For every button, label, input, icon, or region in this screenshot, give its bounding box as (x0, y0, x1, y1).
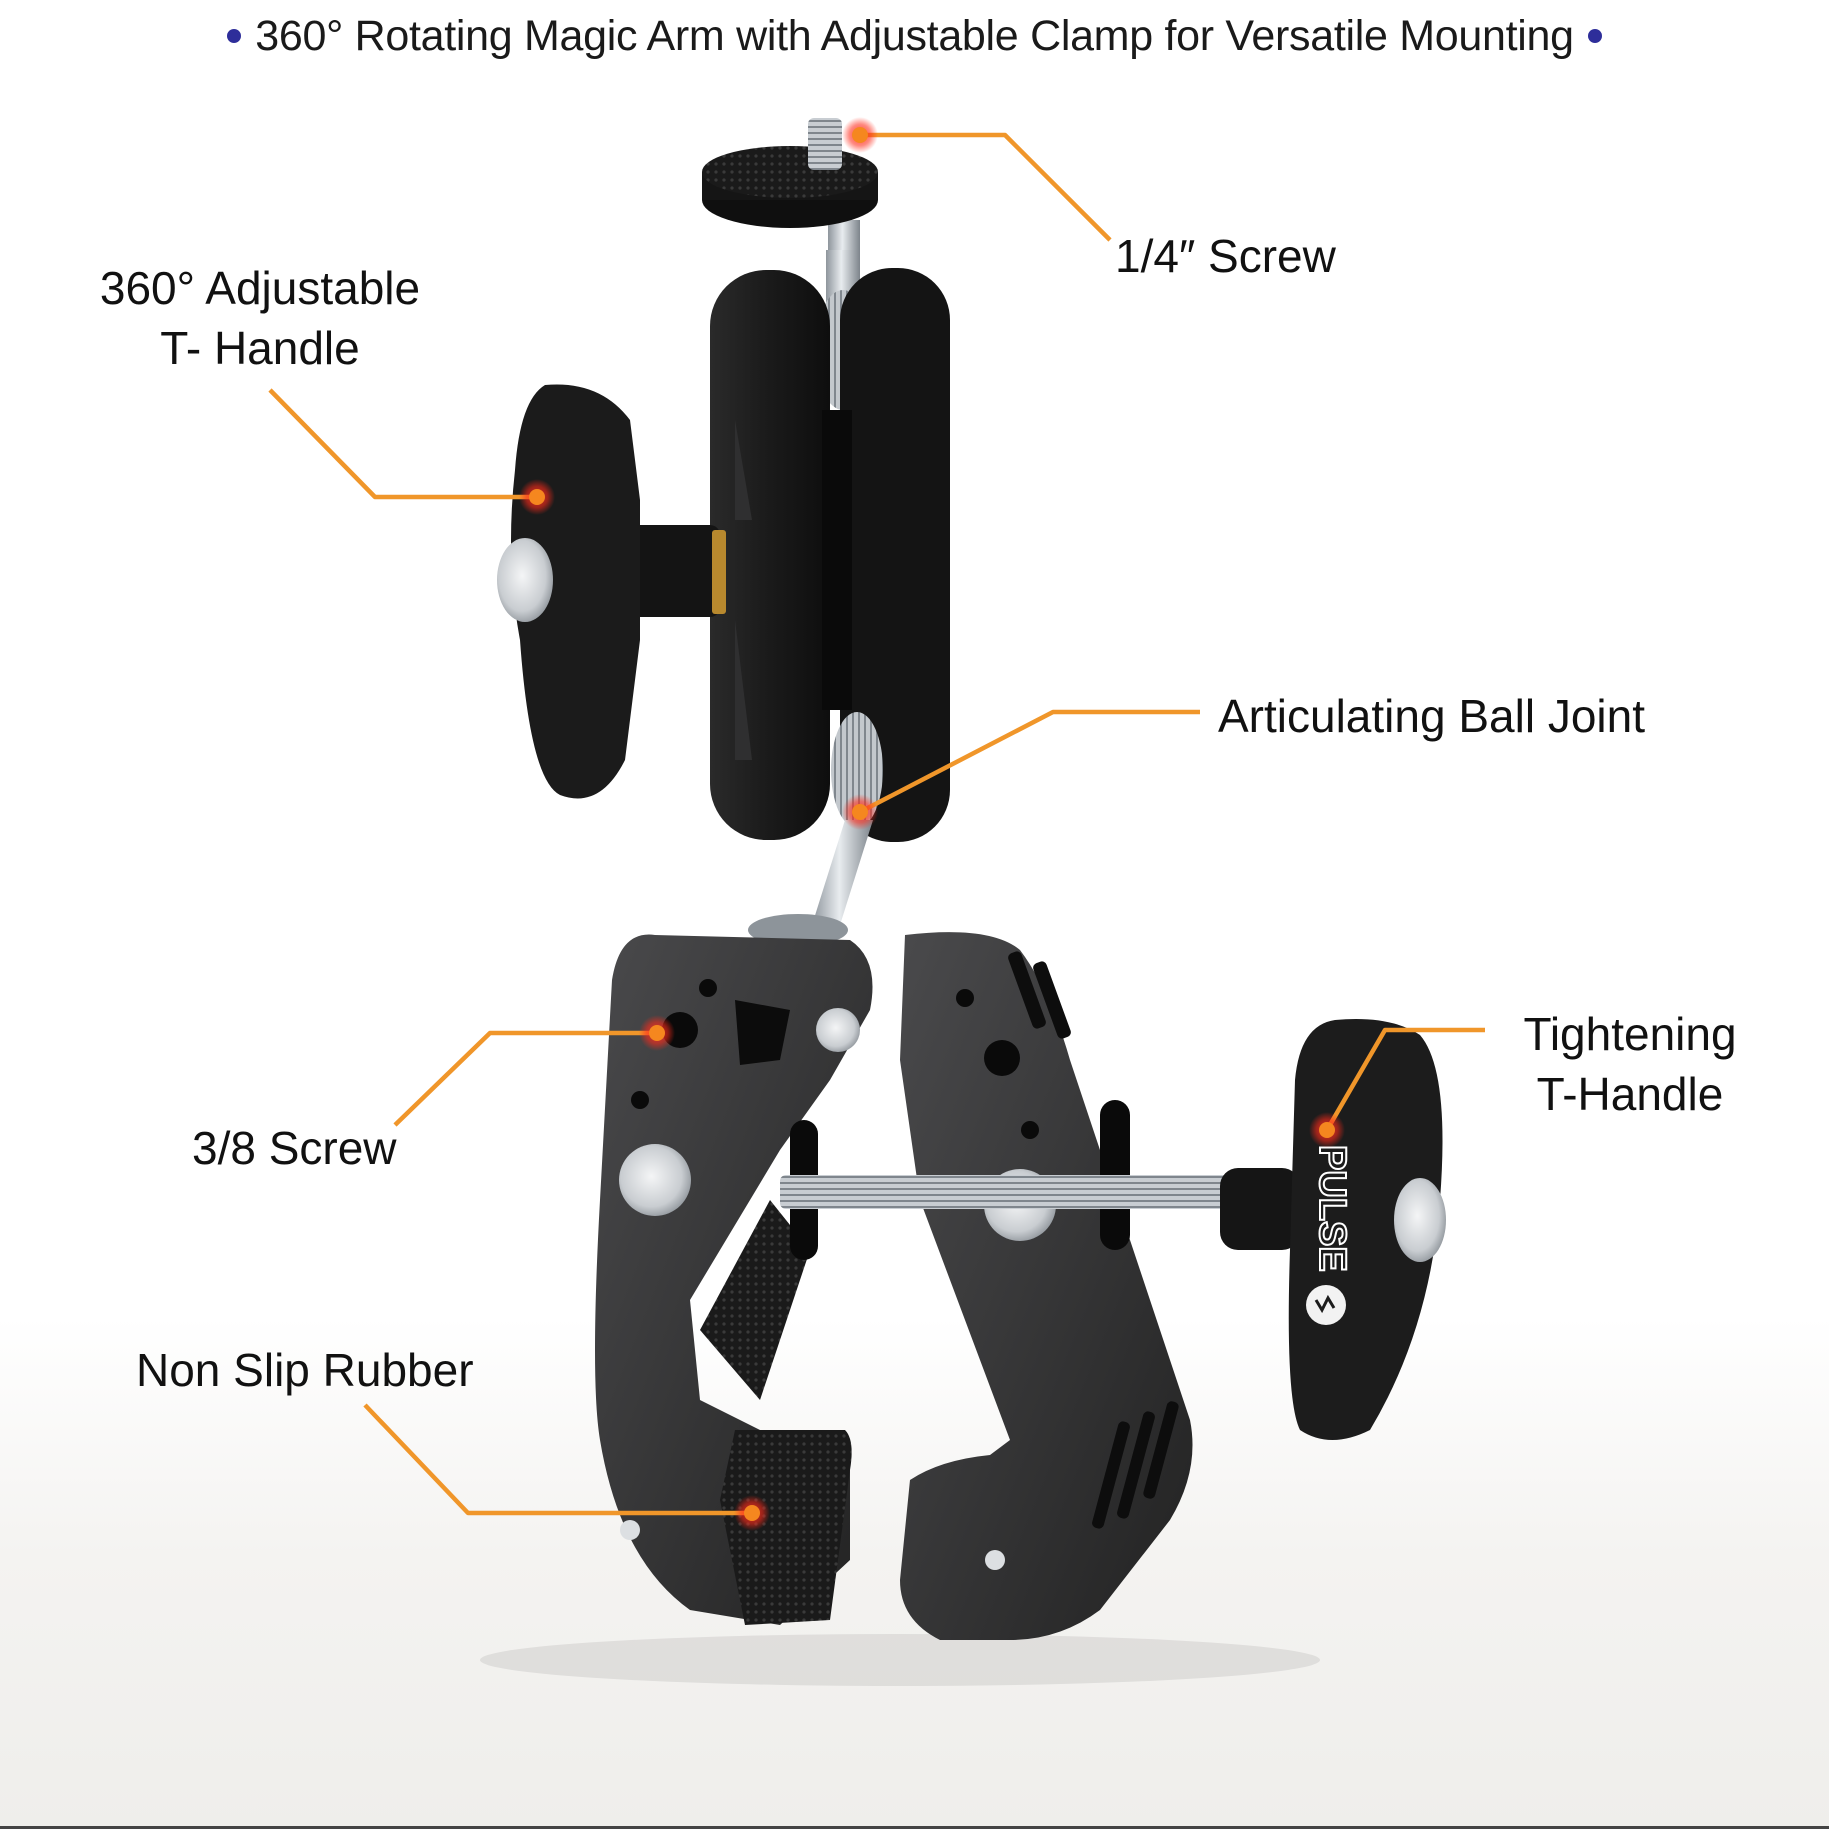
non-slip-rubber-pad (720, 1430, 852, 1625)
callout-line-three-eighths-screw (393, 1030, 657, 1127)
callout-dot-rubber (734, 1495, 770, 1531)
callout-label-three-eighths-screw: 3/8 Screw (192, 1118, 397, 1178)
bottom-rule (0, 1826, 1829, 1829)
callout-text: Tightening (1523, 1008, 1737, 1060)
tightening-t-handle: PULSE (1220, 1019, 1446, 1440)
callout-text: Articulating Ball Joint (1218, 690, 1645, 742)
t-handle-knob (497, 384, 726, 799)
callout-text: Non Slip Rubber (136, 1344, 474, 1396)
callout-line-ball-joint (858, 709, 1200, 814)
callout-dot-three-eighths-screw (639, 1015, 675, 1051)
callout-label-tightening-handle: Tightening T-Handle (1500, 1004, 1760, 1124)
ground-shadow (480, 1634, 1320, 1686)
clamp-screw-rod (780, 1175, 1240, 1209)
callout-dot-quarter-inch-screw (842, 117, 878, 153)
callout-text: 360° Adjustable (99, 262, 421, 314)
pulse-logo: PULSE (1311, 1145, 1353, 1272)
callout-line-tightening-handle (1325, 1027, 1485, 1132)
arm-body (710, 268, 950, 842)
callout-line-t-handle (268, 388, 537, 500)
callout-label-quarter-inch-screw: 1/4″ Screw (1115, 226, 1336, 286)
callout-dots (519, 117, 1345, 1531)
callout-label-t-handle: 360° Adjustable T- Handle (70, 258, 450, 378)
callout-dot-tightening-handle (1309, 1112, 1345, 1148)
super-clamp (595, 914, 1193, 1640)
headline-text: 360° Rotating Magic Arm with Adjustable … (255, 12, 1574, 60)
callout-label-ball-joint: Articulating Ball Joint (1218, 686, 1645, 746)
callout-text: 1/4″ Screw (1115, 230, 1336, 282)
callout-line-rubber (363, 1403, 752, 1516)
callout-dot-ball-joint (842, 794, 878, 830)
callout-lines (268, 132, 1485, 1516)
quarter-inch-screw (808, 118, 842, 170)
bullet-left-icon (227, 28, 242, 43)
callout-dot-t-handle (519, 479, 555, 515)
callout-text: T- Handle (160, 322, 360, 374)
callout-label-rubber: Non Slip Rubber (136, 1340, 474, 1400)
camera-mount-plate (702, 118, 878, 330)
bullet-right-icon (1587, 28, 1602, 43)
callout-text: T-Handle (1536, 1068, 1724, 1120)
headline: 360° Rotating Magic Arm with Adjustable … (0, 10, 1829, 62)
callout-line-quarter-inch-screw (860, 132, 1112, 242)
arm-rod (812, 820, 873, 925)
callout-text: 3/8 Screw (192, 1122, 397, 1174)
